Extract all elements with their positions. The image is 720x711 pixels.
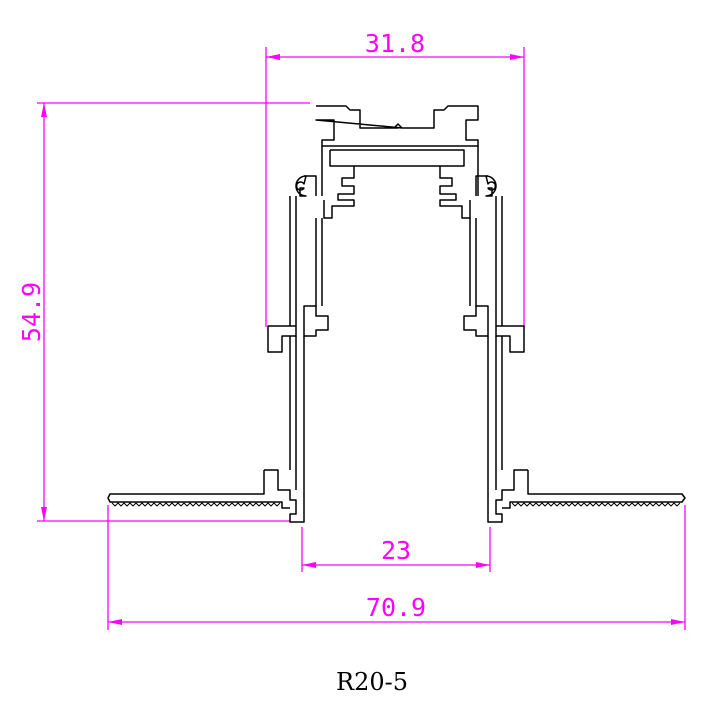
profile-upper-channel	[323, 149, 471, 219]
profile-base	[107, 469, 686, 523]
dim-top-width-label: 31.8	[365, 29, 425, 58]
profile-walls	[289, 196, 503, 326]
dim-top-width	[265, 47, 525, 327]
profile-middle-clips	[267, 305, 525, 353]
dim-inner-width-label: 23	[381, 536, 411, 565]
dim-inner-width	[301, 527, 491, 572]
model-label: R20-5	[336, 668, 408, 696]
dim-total-width	[107, 505, 686, 630]
profile-side-hooks	[295, 175, 497, 197]
dim-height-label: 54.9	[17, 282, 46, 342]
aluminum-profile	[107, 105, 686, 523]
profile-serrations	[111, 502, 681, 507]
profile-lower-walls	[289, 336, 503, 500]
profile-top-cap	[315, 105, 479, 196]
dim-height	[37, 102, 310, 522]
dim-total-width-label: 70.9	[366, 593, 426, 622]
dimensions	[37, 47, 686, 630]
